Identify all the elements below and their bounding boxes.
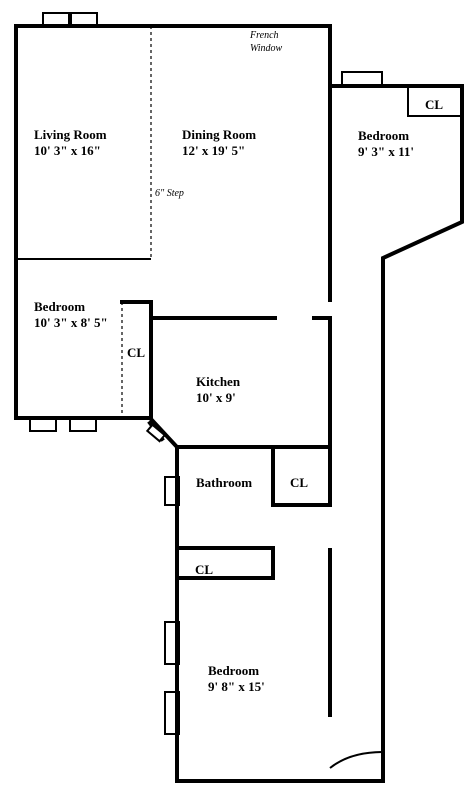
kitchen-size: 10' x 9' [196,390,236,405]
bedroom-east-size: 9' 3" x 11' [358,144,414,159]
room-labels: Living Room 10' 3" x 16" Dining Room 12'… [34,127,414,694]
door-swing-arc [329,751,384,769]
bedroom-east-name: Bedroom [358,128,409,143]
closet-label-bedroom-south: CL [195,562,213,577]
step-label: 6" Step [155,188,184,199]
closet-labels: CL CL CL CL [127,97,443,577]
entry-door-leaf [145,423,167,443]
kitchen-name: Kitchen [196,374,241,389]
bedroom-south-name: Bedroom [208,663,259,678]
dining-room-name: Dining Room [182,127,256,142]
living-room-size: 10' 3" x 16" [34,143,101,158]
closet-label-bedroom-east: CL [425,97,443,112]
bedroom-west-size: 10' 3" x 8' 5" [34,315,108,330]
living-room-name: Living Room [34,127,107,142]
dining-room-size: 12' x 19' 5" [182,143,245,158]
closet-label-bathroom: CL [290,475,308,490]
closet-outlines [121,26,463,470]
bedroom-west-name: Bedroom [34,299,85,314]
bedroom-south-size: 9' 8" x 15' [208,679,265,694]
doors [145,420,384,781]
exterior-walls [14,24,464,783]
closet-label-bedroom-west: CL [127,345,145,360]
interior-walls [16,84,332,717]
bathroom-name: Bathroom [196,475,252,490]
window-bedroom-east [341,71,383,86]
french-window-label-1: French [249,30,279,41]
french-window-label-2: Window [250,43,283,54]
notes: French Window 6" Step [155,30,283,199]
